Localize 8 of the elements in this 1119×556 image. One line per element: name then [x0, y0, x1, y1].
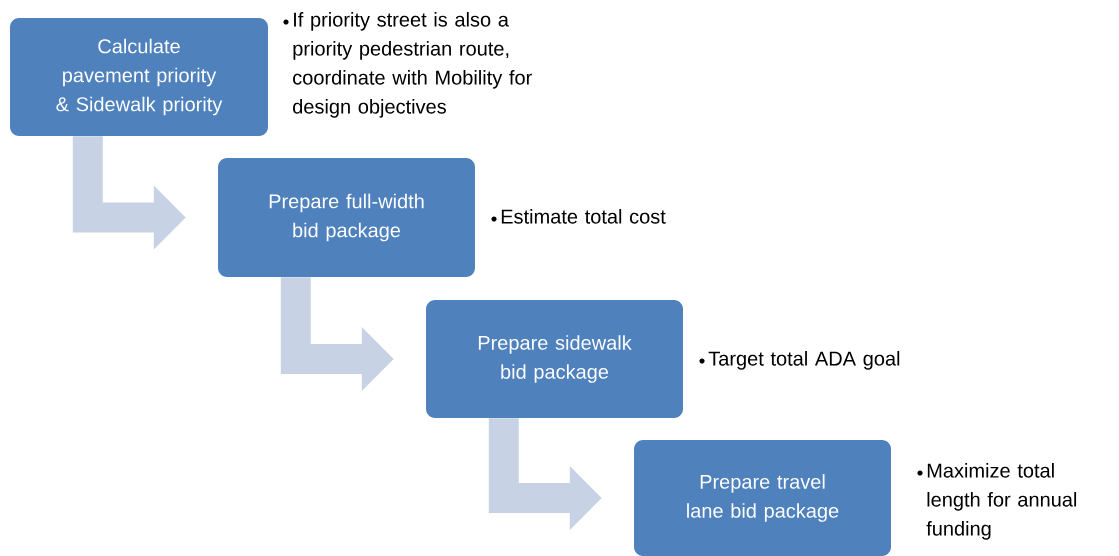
- note-text: If priority street is also a priority pedestrian route, coordinate with Mobility for design objectives: [293, 12, 532, 118]
- process-box: Prepare travel lane bid package: [634, 440, 891, 556]
- note-text: Estimate total cost: [501, 209, 666, 224]
- note-text: Target total ADA goal: [708, 351, 900, 370]
- process-box: Calculate pavement priority & Sidewalk priority: [10, 18, 268, 136]
- note-text: Maximize total length for annual funding: [926, 463, 1077, 540]
- process-box: Prepare full-width bid package: [218, 158, 475, 277]
- process-box: Prepare sidewalk bid package: [426, 300, 683, 418]
